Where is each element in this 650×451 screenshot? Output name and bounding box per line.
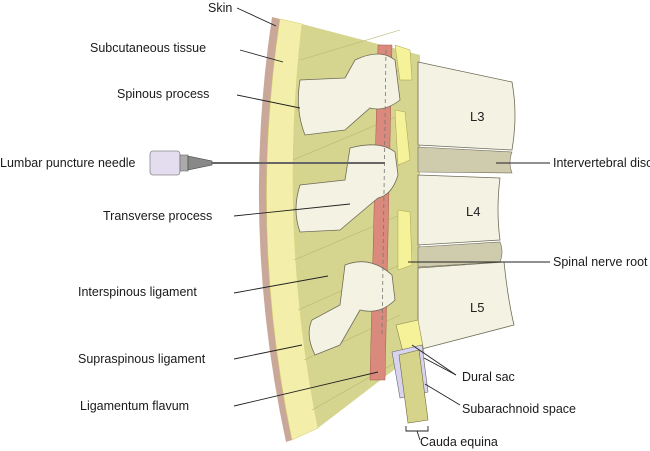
label-skin: Skin: [208, 1, 232, 15]
label-intervertebral-disc: Intervertebral disc: [553, 156, 650, 170]
label-cauda-equina: Cauda equina: [420, 435, 498, 449]
label-subcutaneous-tissue: Subcutaneous tissue: [90, 41, 206, 55]
cauda-equina: [398, 349, 429, 424]
label-ligamentum-flavum: Ligamentum flavum: [80, 399, 189, 413]
spinous-processes: [295, 53, 401, 356]
label-l5: L5: [470, 300, 484, 315]
label-dural-sac: Dural sac: [462, 370, 515, 384]
label-lumbar-puncture-needle: Lumbar puncture needle: [0, 156, 136, 170]
vertebral-body-l3: [417, 61, 516, 151]
label-l3: L3: [470, 109, 484, 124]
skin-layer: [258, 17, 292, 442]
vertebral-body-l5: [417, 261, 515, 351]
label-transverse-process: Transverse process: [103, 209, 212, 223]
label-spinous-process: Spinous process: [117, 87, 209, 101]
lumbar-puncture-needle: [149, 150, 385, 176]
leader-lines: [233, 7, 550, 441]
midline-dashed: [381, 49, 387, 336]
intervertebral-disc: [417, 146, 513, 174]
label-spinal-nerve-root: Spinal nerve root: [553, 255, 648, 269]
label-l4: L4: [466, 204, 480, 219]
vertebral-body-l4: [417, 174, 501, 246]
label-supraspinous-ligament: Supraspinous ligament: [78, 352, 206, 366]
spinal-nerve-root: [394, 44, 413, 271]
label-subarachnoid-space: Subarachnoid space: [462, 402, 576, 416]
label-interspinous-ligament: Interspinous ligament: [78, 285, 197, 299]
